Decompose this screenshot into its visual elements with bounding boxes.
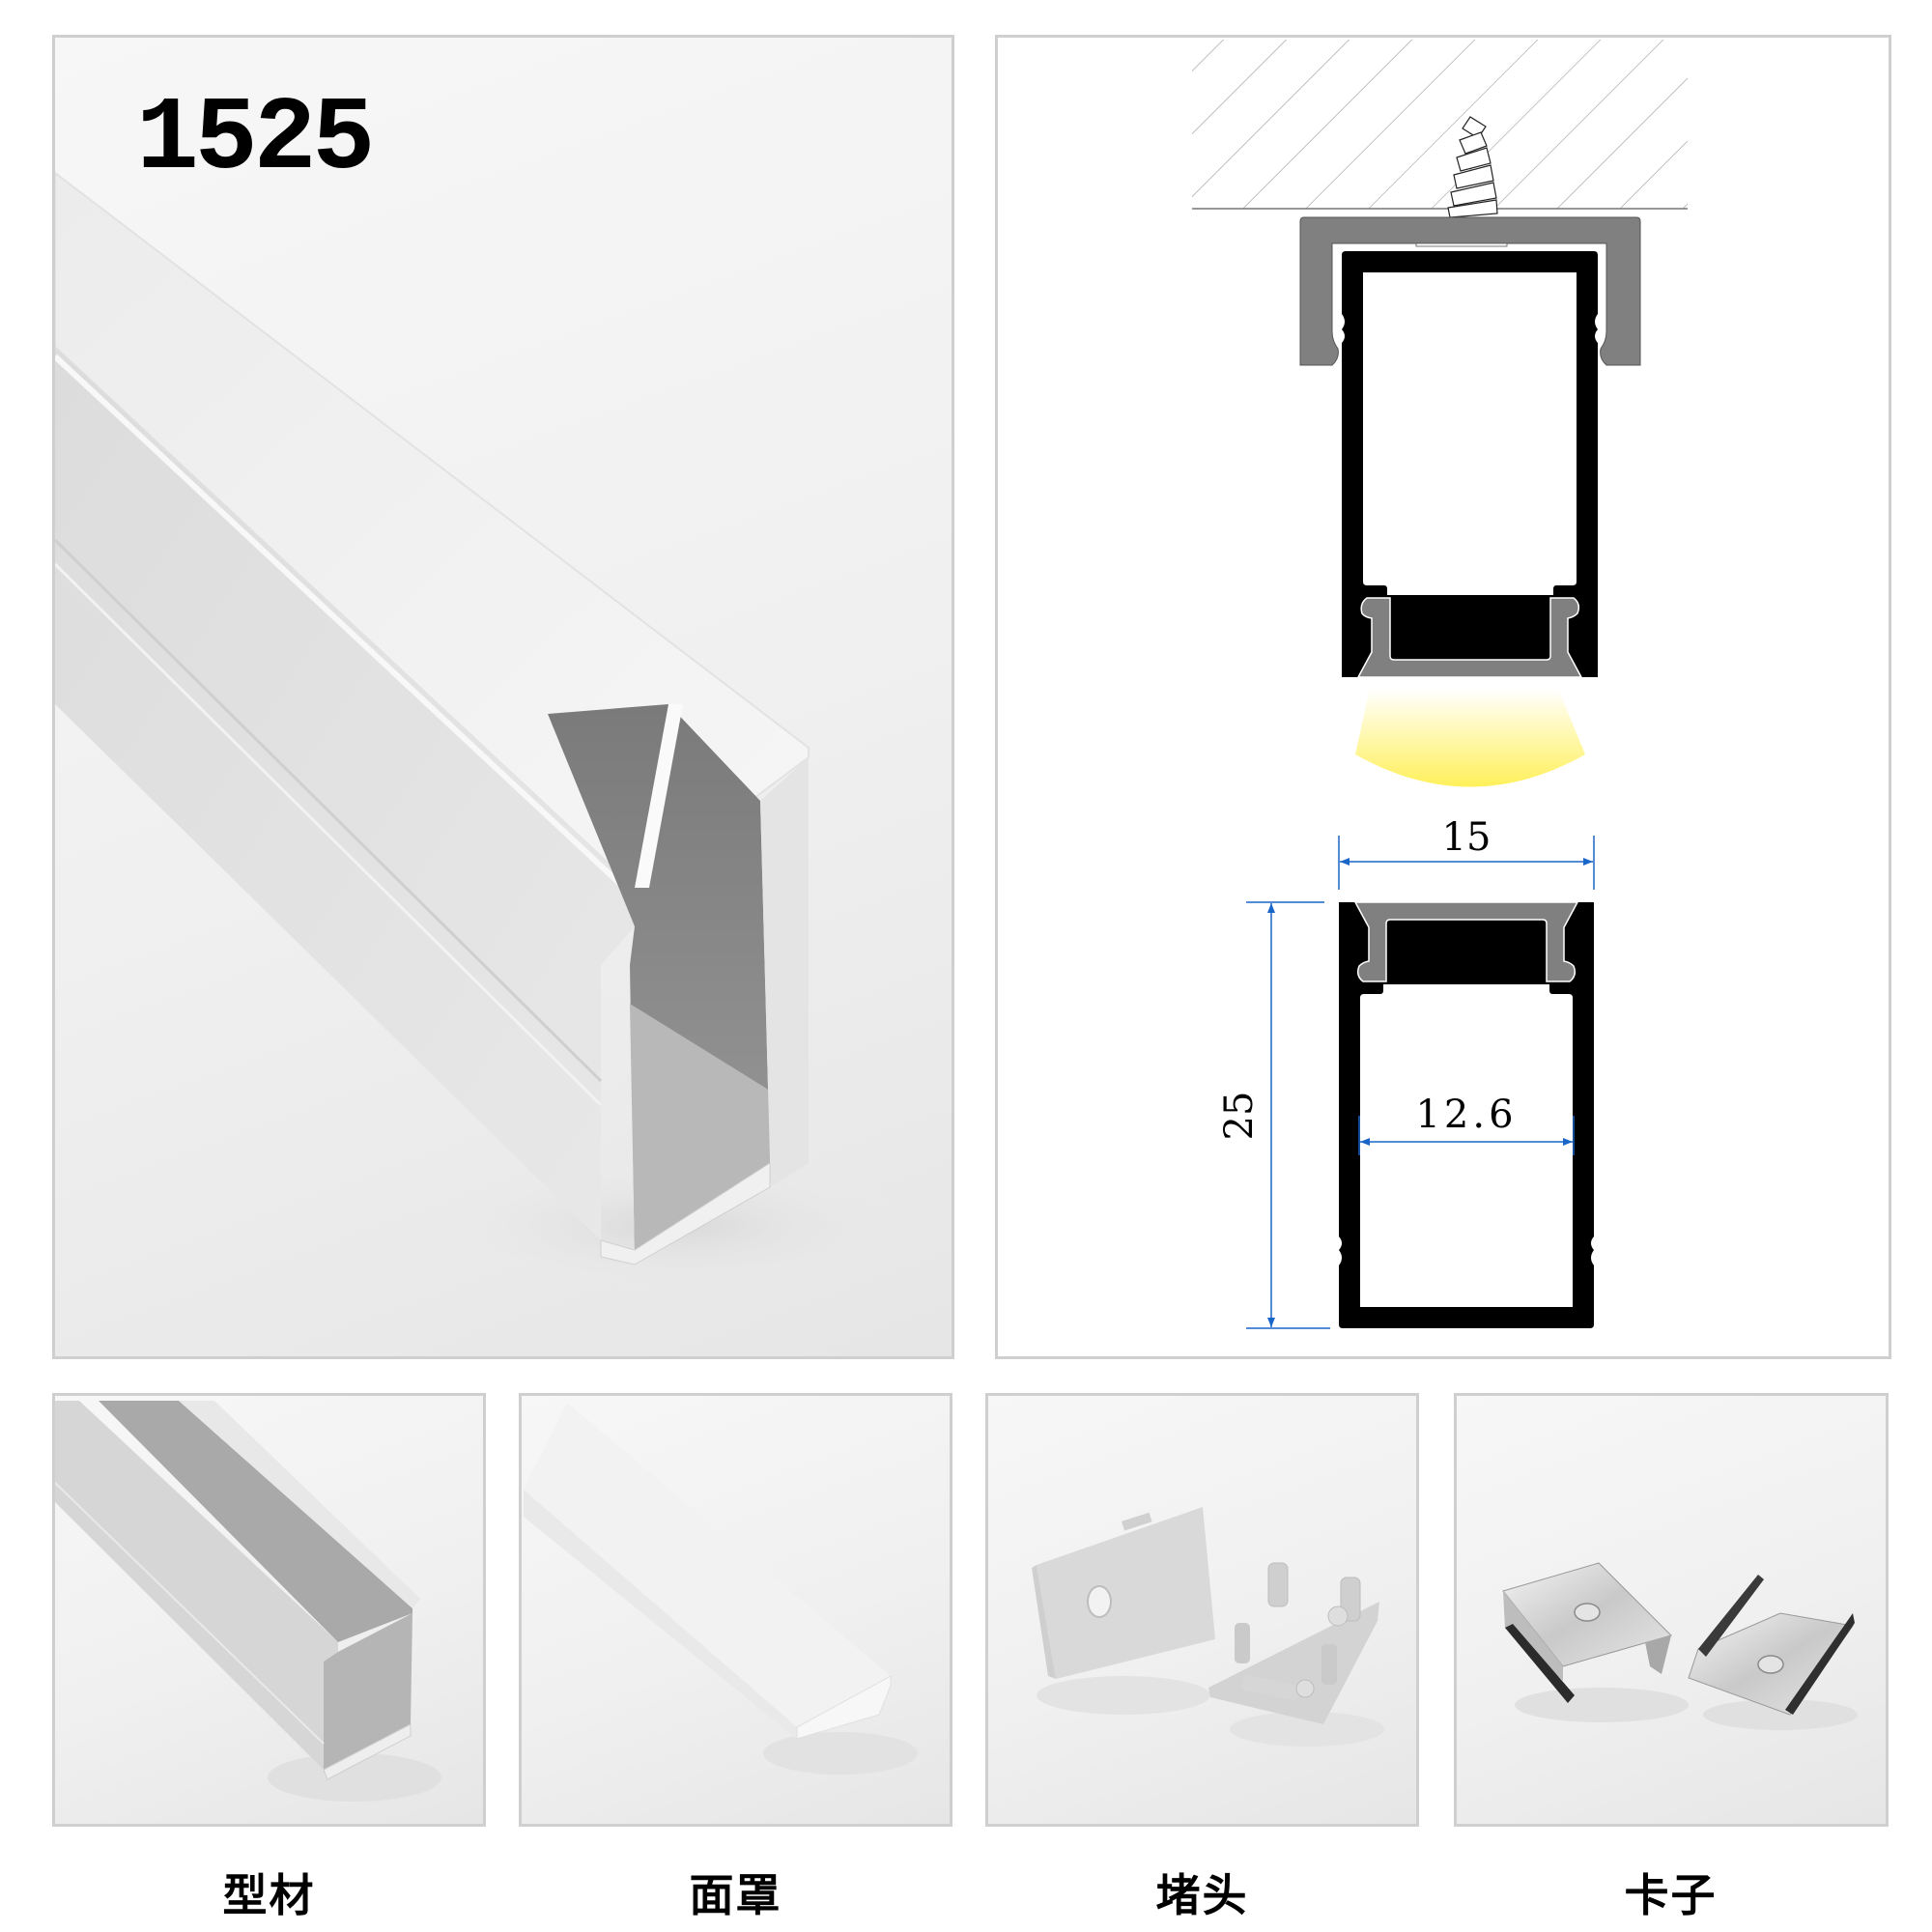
component-panel-profile (52, 1393, 486, 1827)
technical-diagram-panel: 15 25 12.6 (995, 35, 1891, 1359)
component-panel-end-cap (985, 1393, 1419, 1827)
clip-component-image (1502, 1562, 1858, 1730)
width-dimension-label: 15 (1442, 815, 1492, 860)
inner-width-dimension-label: 12.6 (1415, 1093, 1517, 1137)
profile-photo-illustration (55, 171, 924, 1293)
profile-section-installed (1342, 251, 1598, 678)
diffuser-component-image (524, 1403, 918, 1775)
component-panel-diffuser (519, 1393, 952, 1827)
component-label-clip: 卡子 (1624, 1869, 1718, 1921)
component-panel-clip (1454, 1393, 1889, 1827)
component-label-diffuser: 面罩 (689, 1869, 782, 1921)
profile-section-dimensioned (1339, 901, 1594, 1328)
height-dimension-label: 25 (1217, 1092, 1262, 1141)
component-label-end-cap: 堵头 (1155, 1869, 1249, 1921)
screw-icon (1447, 116, 1498, 218)
width-dimension: 15 (1338, 815, 1595, 890)
cross-section-diagram: 15 25 12.6 (1192, 40, 1688, 1329)
profile-component-image (55, 1401, 441, 1802)
main-product-photo-panel: 1525 (52, 35, 954, 1359)
end-cap-component-image (1032, 1507, 1384, 1747)
inner-width-dimension: 12.6 (1358, 1093, 1575, 1155)
model-number-title: 1525 (136, 81, 375, 199)
mounting-clip (1299, 216, 1641, 366)
hatched-ceiling (1192, 40, 1688, 210)
light-beam (1355, 689, 1585, 787)
height-dimension: 25 (1217, 901, 1330, 1329)
component-label-profile: 型材 (222, 1869, 316, 1921)
